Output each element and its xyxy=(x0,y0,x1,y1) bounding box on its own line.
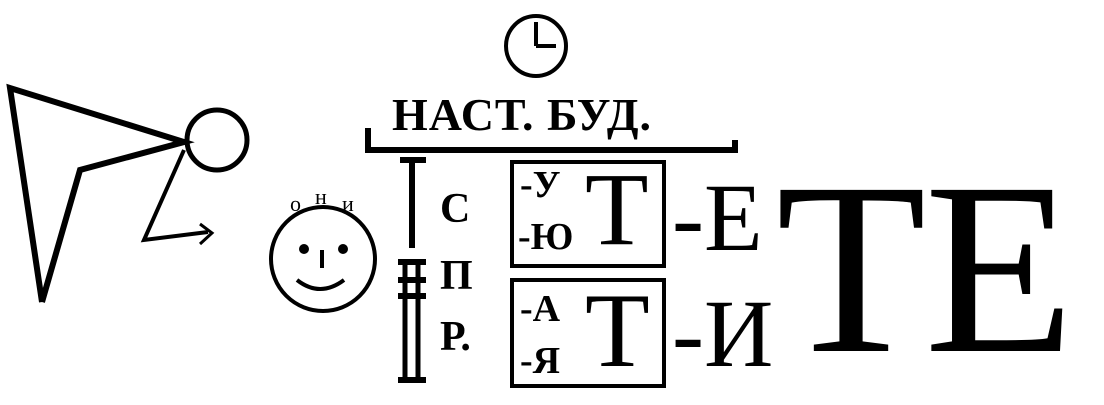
pronoun-letter-2: н xyxy=(315,186,327,208)
second-ending-a: -А xyxy=(520,290,560,328)
speaker-pointing-icon xyxy=(10,88,247,302)
first-suffix-e: -Е xyxy=(672,170,763,266)
conjugation-diagram: НАСТ. БУД. о н и С П Р. -У -Ю Т -Е -А -Я… xyxy=(0,0,1104,392)
result-ending-te: ТЕ xyxy=(776,146,1073,392)
first-letter-t: Т xyxy=(585,158,649,262)
pronoun-letter-1: о xyxy=(290,193,301,215)
first-ending-u: -У xyxy=(520,166,561,204)
row-label-plural: П xyxy=(440,255,473,297)
row-label-genitive: Р. xyxy=(440,316,471,358)
first-ending-yu: -Ю xyxy=(518,218,573,256)
second-suffix-i: -И xyxy=(672,286,773,382)
row-label-singular: С xyxy=(440,188,470,230)
number-markers xyxy=(398,160,426,380)
pronoun-letter-3: и xyxy=(342,193,354,215)
smiley-face-icon xyxy=(271,207,375,311)
second-letter-t: Т xyxy=(585,278,650,384)
tense-header: НАСТ. БУД. xyxy=(392,92,652,138)
clock-icon xyxy=(506,16,566,76)
second-ending-ya: -Я xyxy=(520,342,560,380)
